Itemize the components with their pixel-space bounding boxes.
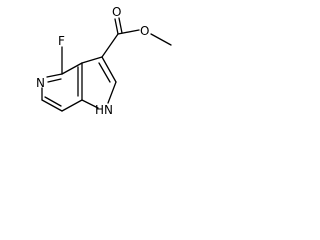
bond-carbonyl-ester-oxygen [117,29,140,35]
molecule-structure: F N O O N H [36,5,172,117]
bond-ester-oxygen-methyl [150,33,172,46]
bond-carbonyl-double-2 [118,17,123,34]
bond-n5-c4-inner [47,78,62,83]
bond-c4-c3a [61,62,83,75]
bond-c3-c2 [101,56,117,83]
carbonyl-oxygen-label: O [112,5,121,19]
bond-c3-c2-inner [98,62,111,83]
bond-n5-c4 [46,73,63,78]
bond-c3-carbonyl-carbon [101,33,119,58]
bond-c2-n1 [107,81,117,104]
bond-c7-c6 [41,99,63,112]
bond-n1-c7a [81,99,99,109]
bond-c3a-c3 [81,56,103,64]
pyrrole-hydrogen-label: H [95,103,104,117]
bond-carbonyl-double-1 [114,18,119,35]
structure-canvas: F N O O N H [0,0,196,159]
bond-c7a-c7 [61,99,83,112]
fluorine-label: F [58,34,65,48]
bond-c7-c6-inner [44,96,62,107]
pyrrole-nitrogen-label: N [104,103,113,117]
ester-oxygen-label: O [140,24,149,38]
pyridine-nitrogen-label: N [36,76,45,90]
